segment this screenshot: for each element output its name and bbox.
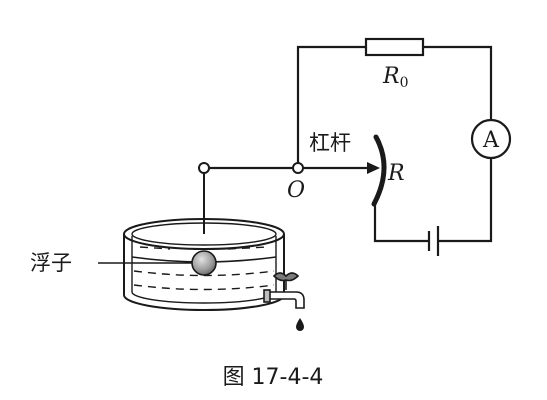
wire-r0-to-ammeter <box>421 45 493 122</box>
rheostat-arc <box>371 134 387 207</box>
circuit-wires <box>296 45 493 243</box>
rheostat-label: R <box>387 161 405 186</box>
pivot-label: O <box>287 178 305 203</box>
lever-arrowhead <box>367 162 380 174</box>
lever-end-joint <box>198 162 210 174</box>
faucet <box>263 272 305 309</box>
water-line-4 <box>227 246 269 250</box>
pivot-o <box>292 162 304 174</box>
float-label: 浮子 <box>30 251 72 275</box>
wire-ammeter-to-battery <box>438 156 493 243</box>
resistor-r0 <box>364 37 425 57</box>
faucet-handle <box>272 272 300 282</box>
resistor-r0-label: R0 <box>382 64 409 91</box>
float-ball <box>191 250 217 276</box>
water-line-2 <box>133 284 275 291</box>
lever-label: 杠杆 <box>309 131 351 155</box>
water-drop <box>296 318 304 331</box>
ammeter <box>470 118 512 160</box>
wire-battery-to-rheostat <box>373 199 429 243</box>
figure-caption: 图 17-4-4 <box>223 365 324 390</box>
water-line-3 <box>139 246 171 250</box>
tank-rim-outer <box>123 218 285 250</box>
ammeter-label: A <box>482 128 500 153</box>
faucet-spout <box>267 291 305 309</box>
tank-rim-inner <box>131 222 277 246</box>
wire-pivot-to-top <box>296 45 368 170</box>
battery <box>427 226 440 256</box>
